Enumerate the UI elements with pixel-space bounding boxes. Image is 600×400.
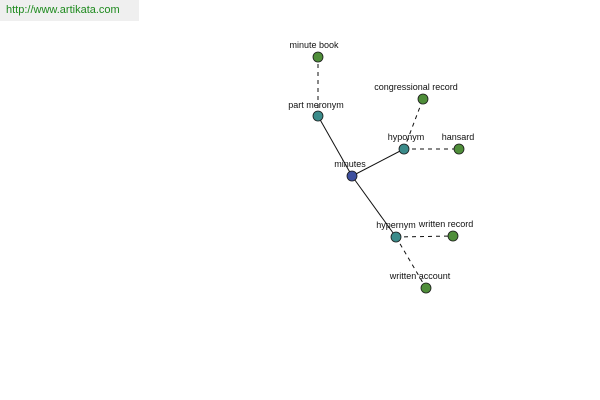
label-written-record: written record — [418, 219, 474, 229]
node-part-meronym[interactable] — [312, 110, 324, 122]
edges — [317, 57, 459, 289]
edge-minutes-part-meronym — [317, 115, 353, 177]
node-hansard[interactable] — [453, 143, 465, 155]
nodes — [312, 51, 465, 294]
node-minute-book[interactable] — [312, 51, 324, 63]
label-part-meronym: part meronym — [288, 100, 344, 110]
label-hansard: hansard — [442, 132, 475, 142]
label-minutes: minutes — [334, 159, 366, 169]
node-congressional-record[interactable] — [417, 93, 429, 105]
edge-hyponym-congressional-record — [403, 98, 424, 150]
label-hyponym: hyponym — [388, 132, 425, 142]
node-written-record[interactable] — [447, 230, 459, 242]
label-minute-book: minute book — [289, 40, 339, 50]
edge-minutes-hyponym — [351, 148, 405, 177]
node-written-account[interactable] — [420, 282, 432, 294]
label-hypernym: hypernym — [376, 220, 416, 230]
label-congressional-record: congressional record — [374, 82, 458, 92]
node-hyponym[interactable] — [398, 143, 410, 155]
site-url-link[interactable]: http://www.artikata.com — [0, 0, 139, 21]
node-minutes[interactable] — [346, 170, 358, 182]
edge-hypernym-written-account — [395, 236, 427, 289]
label-written-account: written account — [389, 271, 451, 281]
edge-hypernym-written-record — [395, 235, 454, 238]
node-hypernym[interactable] — [390, 231, 402, 243]
edge-minutes-hypernym — [351, 175, 397, 238]
labels: minutes part meronym hyponym hypernym mi… — [288, 40, 474, 281]
